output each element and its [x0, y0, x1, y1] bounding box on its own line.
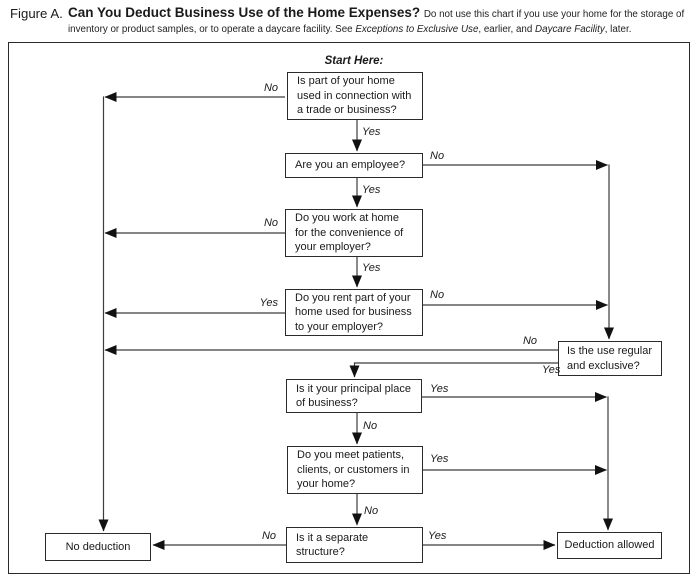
note-italic2: Daycare Facility: [535, 24, 605, 35]
label-q1-yes: Yes: [362, 126, 381, 138]
node-q4-rent-to-employer: Do you rent part of your home used for b…: [285, 289, 423, 336]
note-seg3: , later.: [604, 24, 632, 35]
label-q7-yes: Yes: [430, 453, 449, 465]
edge-q5-yes: [349, 362, 558, 378]
label-q4-no: No: [430, 289, 445, 301]
label-q6-no: No: [363, 420, 378, 432]
start-here-label: Start Here:: [324, 55, 384, 67]
label-q5-yes: Yes: [542, 364, 561, 376]
node-q7-meet-patients-clients: Do you meet patients, clients, or custom…: [287, 446, 423, 494]
node-q3-convenience-of-employer: Do you work at home for the convenience …: [285, 209, 423, 257]
node-result-deduction-allowed: Deduction allowed: [557, 532, 662, 559]
label-q1-no: No: [263, 82, 278, 94]
figure-heading: Can You Deduct Business Use of the Home …: [68, 5, 421, 20]
label-q2-no: No: [430, 150, 445, 162]
note-seg2: , earlier, and: [478, 24, 536, 35]
label-q8-yes: Yes: [428, 530, 447, 542]
note-italic1: Exceptions to Exclusive Use: [355, 24, 479, 35]
label-q7-no: No: [364, 505, 379, 517]
label-q6-yes: Yes: [430, 383, 449, 395]
label-q2-yes: Yes: [362, 184, 381, 196]
node-q2-are-you-employee: Are you an employee?: [285, 153, 423, 178]
figure-note-line1: Do not use this chart if you use your ho…: [423, 9, 685, 20]
node-q8-separate-structure: Is it a separate structure?: [286, 527, 423, 563]
figure-label: Figure A.: [10, 6, 63, 21]
figure-title-block: Figure A. Can You Deduct Business Use of…: [10, 5, 694, 36]
node-q1-home-used-for-business: Is part of your home used in connection …: [287, 72, 423, 120]
node-q5-regular-and-exclusive: Is the use regular and exclusive?: [558, 341, 662, 376]
node-result-no-deduction: No deduction: [45, 533, 151, 561]
note-seg1: inventory or product samples, or to oper…: [68, 24, 356, 35]
figure-title-line1: Can You Deduct Business Use of the Home …: [68, 5, 694, 23]
label-q8-no: No: [261, 530, 276, 542]
label-q5-no: No: [522, 335, 537, 347]
figure-title-lines: Can You Deduct Business Use of the Home …: [68, 5, 694, 36]
label-q3-yes: Yes: [362, 262, 381, 274]
figure-note-line2: inventory or product samples, or to oper…: [68, 24, 694, 36]
label-q3-no: No: [263, 217, 278, 229]
label-q4-yes: Yes: [259, 297, 278, 309]
node-q6-principal-place: Is it your principal place of business?: [286, 379, 422, 413]
